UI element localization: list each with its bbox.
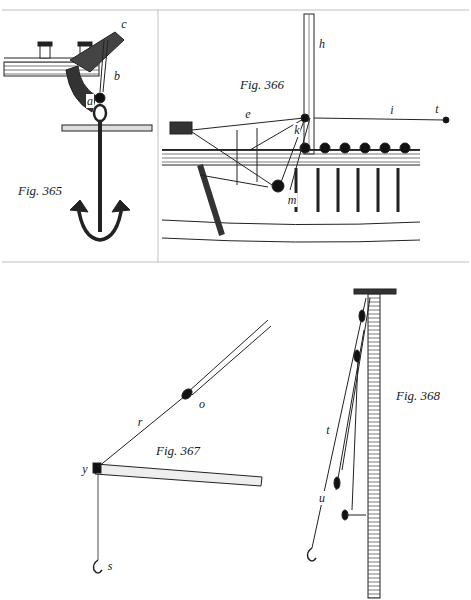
part-letter: r xyxy=(137,415,144,429)
part-letter: c xyxy=(120,17,127,31)
part-letter: e xyxy=(244,107,251,121)
part-letter: s xyxy=(107,559,114,573)
figure-caption: Fig. 367 xyxy=(155,443,201,458)
part-letter: a xyxy=(86,94,94,108)
part-letter: t xyxy=(434,102,439,116)
part-letter: y xyxy=(81,462,88,476)
figure-caption: Fig. 366 xyxy=(239,77,285,92)
part-letter: o xyxy=(198,397,206,411)
part-letter: b xyxy=(113,69,121,83)
fig366-ship xyxy=(162,14,449,242)
part-letter: u xyxy=(318,491,326,505)
figure-caption: Fig. 368 xyxy=(395,388,441,403)
part-letter: m xyxy=(287,193,298,207)
figure-caption: Fig. 365 xyxy=(17,183,63,198)
part-letter: k xyxy=(293,123,300,137)
fig365-ship xyxy=(4,32,152,240)
part-letter: i xyxy=(389,103,394,117)
part-letter: h xyxy=(318,37,326,51)
part-letter: t xyxy=(325,423,330,437)
fig367-boom xyxy=(93,320,271,573)
fig368-mast xyxy=(308,289,397,598)
